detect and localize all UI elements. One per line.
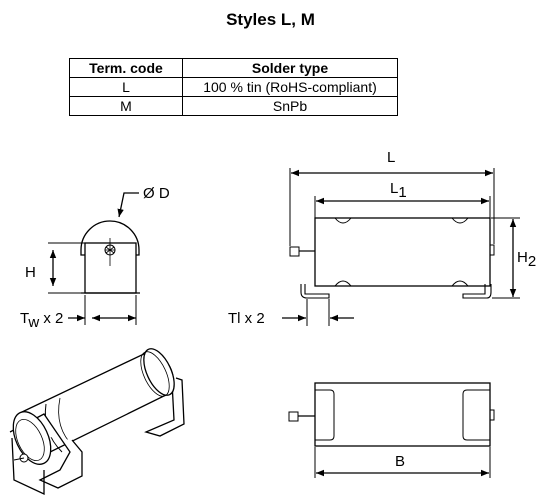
diameter-label: Ø D [143,185,170,202]
table-header-term-code: Term. code [69,58,183,78]
table-row: L 100 % tin (RoHS-compliant) [69,77,398,97]
side-view-bracket [300,284,330,299]
table-header-solder-type: Solder type [182,58,398,78]
side-view-capacitor-body [314,217,491,287]
height-h-label: H [25,264,36,281]
table-cell-solder-type: 100 % tin (RoHS-compliant) [182,77,398,97]
bottom-view-terminal-right [489,409,495,421]
table-header-row: Term. code Solder type [69,58,398,78]
bottom-view-bracket-right [462,389,490,441]
table-cell-term-code: M [69,96,183,116]
table-cell-solder-type: SnPb [182,96,398,116]
bottom-view-capacitor-body [314,382,491,447]
tl-label: Tl x 2 [228,310,265,327]
side-view-terminal-left [289,246,300,257]
isometric-view [9,348,185,496]
length-l-label: L [387,149,395,166]
tw-label: Tw x 2 [20,310,63,331]
side-view-terminal-right [489,244,495,256]
bottom-view [288,382,495,478]
side-view-body-contour-bottom [334,280,469,287]
termination-code-table: Term. code Solder type L 100 % tin (RoHS… [69,58,398,116]
side-view [282,168,520,326]
side-view-body-contour-top [334,217,469,224]
length-l1-label: L1 [390,180,407,201]
front-view [48,192,140,325]
diagram-title: Styles L, M [226,10,315,29]
bottom-view-terminal-left [288,411,299,422]
bottom-view-bracket-left [315,389,335,441]
diameter-leader-line [117,192,139,218]
table-row: M SnPb [69,96,398,116]
height-h2-label: H2 [517,249,536,270]
width-b-label: B [395,453,405,470]
front-view-bracket [84,242,137,294]
